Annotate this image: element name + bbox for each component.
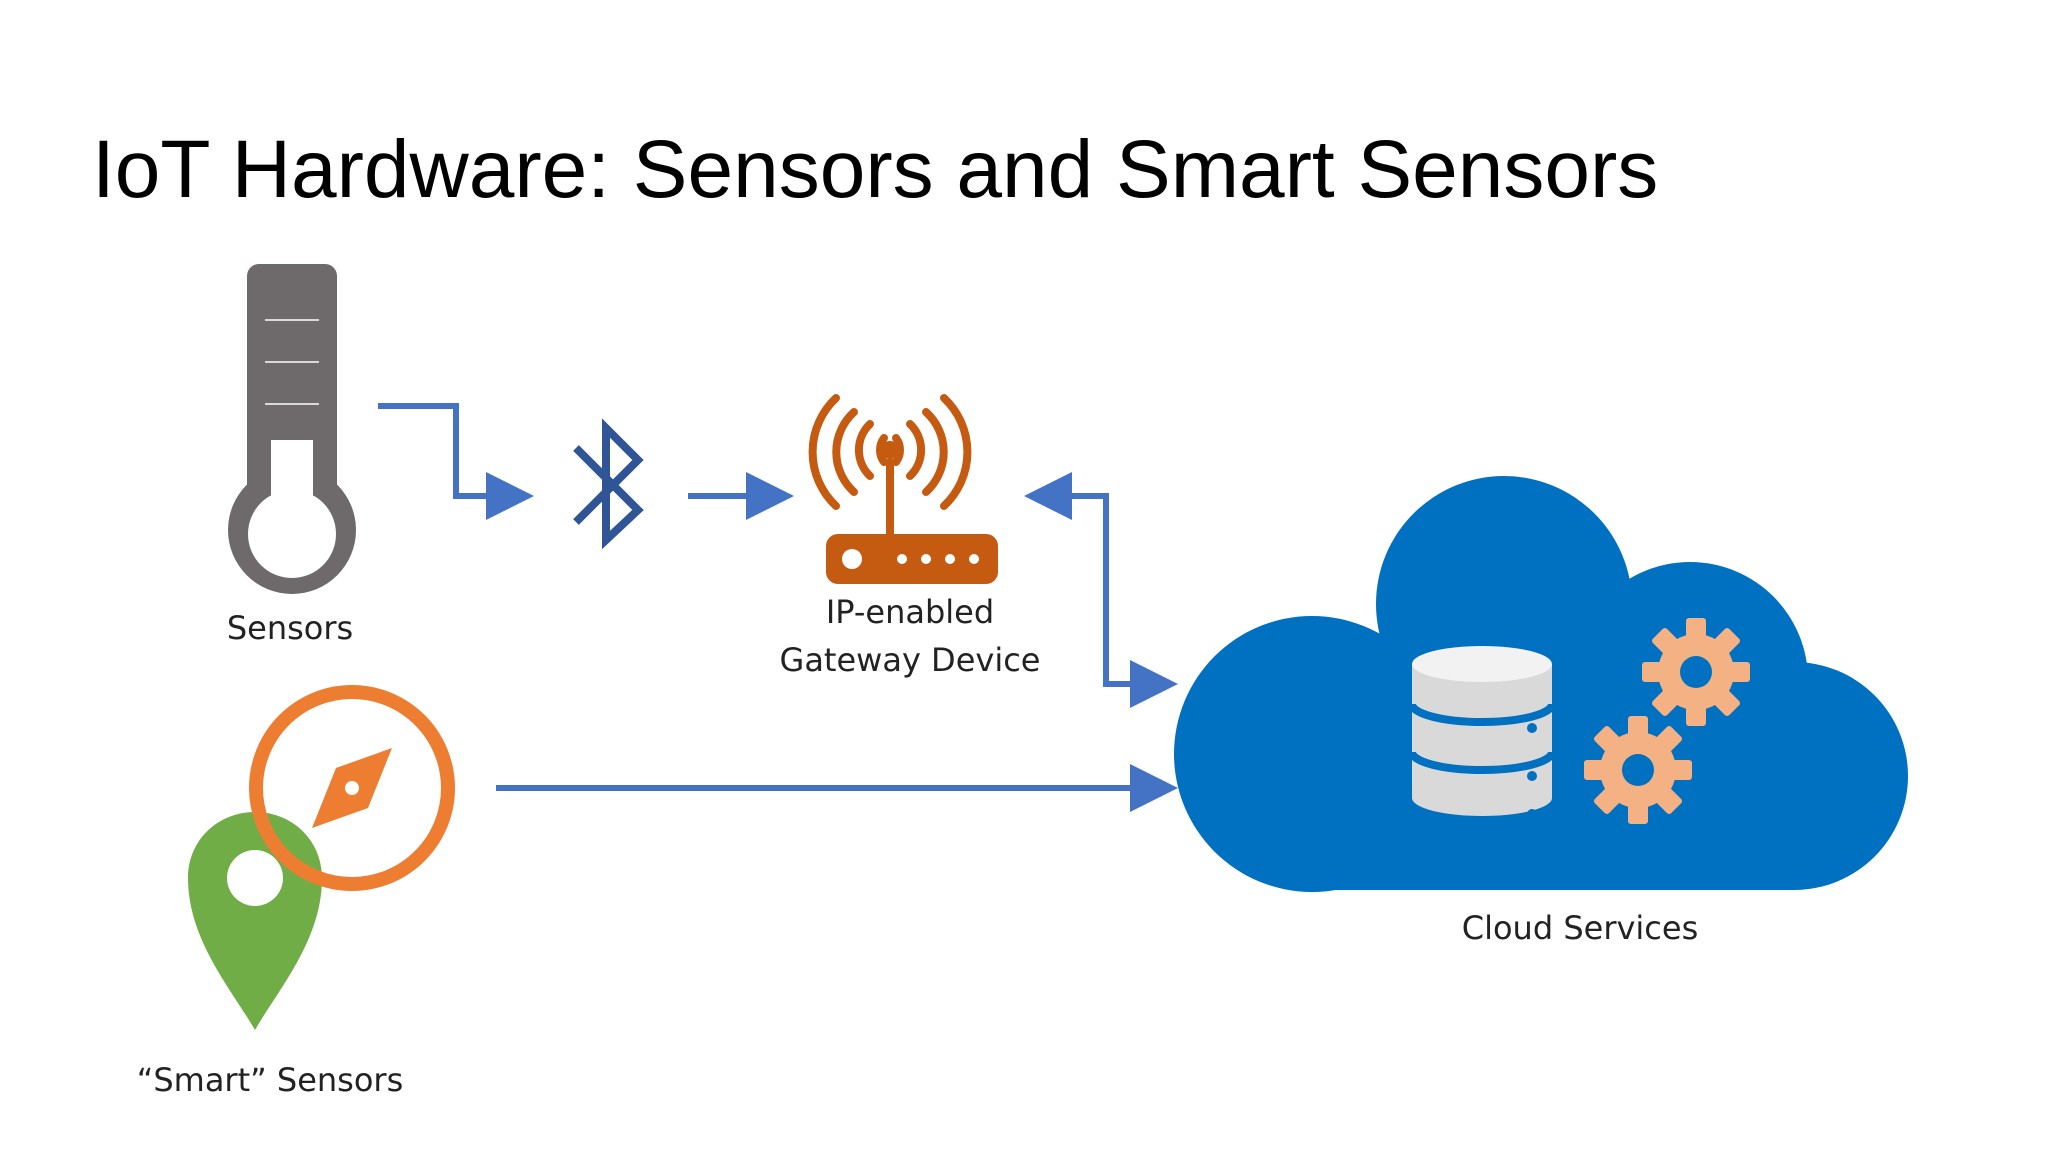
wifi-router-icon (808, 394, 972, 538)
gear-icon (1584, 716, 1692, 824)
smart-sensors-label: “Smart” Sensors (136, 1061, 404, 1099)
arrow-sensors-to-bluetooth (378, 403, 534, 520)
router-antenna-tip (881, 441, 899, 459)
location-compass-icon (188, 685, 455, 1030)
cloud-services-label: Cloud Services (1461, 909, 1699, 947)
thermometer-icon (228, 264, 356, 594)
bluetooth-icon (573, 418, 644, 550)
router-led (842, 549, 862, 569)
gateway-label: IP-enabled Gateway Device (760, 588, 1060, 684)
gateway-label-line2: Gateway Device (779, 641, 1041, 679)
gear-icon (1642, 618, 1750, 726)
router-port-dot (921, 554, 931, 564)
database-icon (1408, 646, 1556, 819)
location-pin-icon (188, 812, 322, 1030)
router-port-dot (945, 554, 955, 564)
router-port-dot (897, 554, 907, 564)
sensors-label: Sensors (226, 609, 354, 647)
router-body (826, 534, 998, 584)
gateway-label-line1: IP-enabled (825, 593, 995, 631)
router-port-dot (969, 554, 979, 564)
slide-title: IoT Hardware: Sensors and Smart Sensors (92, 124, 1659, 215)
compass-ring (249, 685, 455, 891)
